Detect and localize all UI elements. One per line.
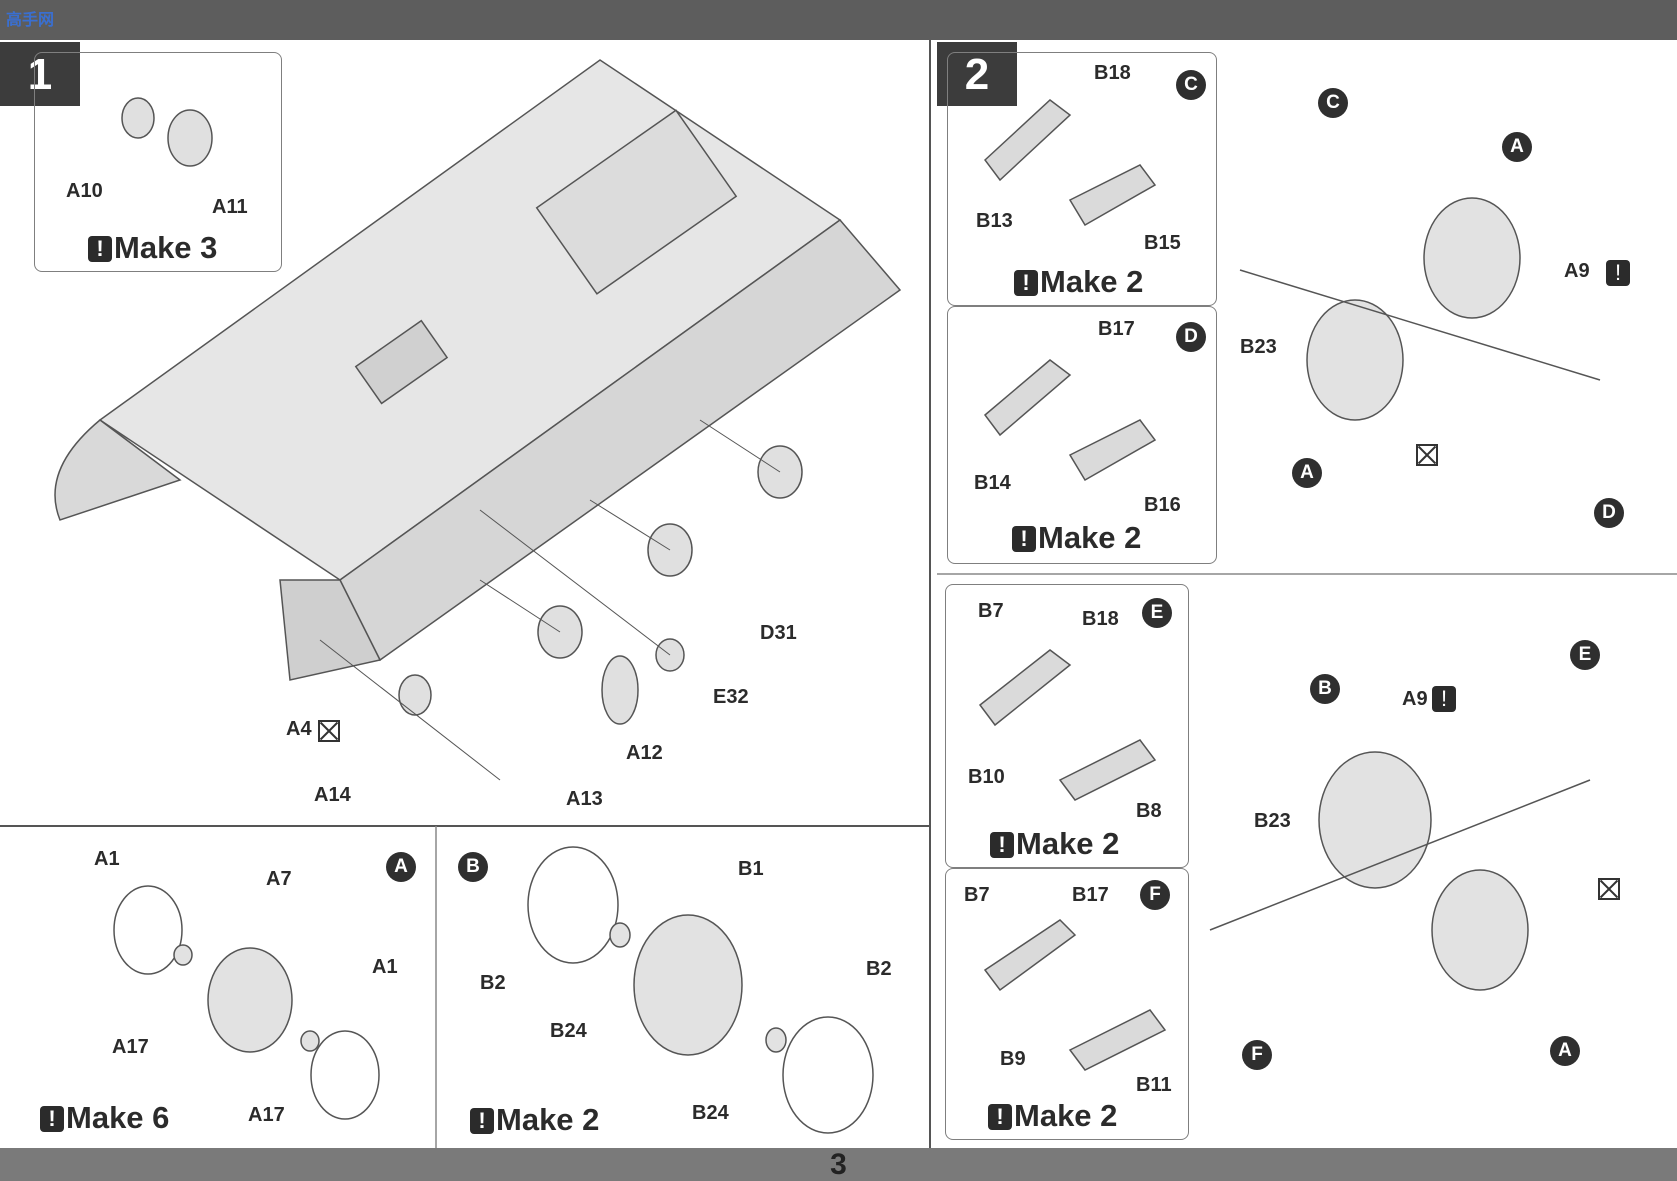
site-watermark: 高手网 [6,12,55,29]
marker-b: B [1310,674,1340,704]
marker-e: E [1570,640,1600,670]
make-count-d: !Make 2 [1012,520,1141,556]
make-text: Make 2 [1040,264,1144,299]
marker-a1: A [1502,132,1532,162]
make-count-f: !Make 2 [988,1098,1117,1134]
make-count-a: !Make 6 [40,1100,169,1136]
notice-icon: ! [988,1104,1012,1130]
part-label: B2 [866,958,892,980]
part-label: A1 [372,956,398,978]
notice-icon: ! [1432,686,1456,712]
part-label: A7 [266,868,292,890]
part-label: A1 [94,848,120,870]
inset-box-c [947,52,1217,306]
part-label: B17 [1072,884,1109,906]
part-label: B13 [976,210,1013,232]
no-glue-icon [1416,444,1438,466]
part-label: A9 [1564,260,1590,282]
part-label: B7 [978,600,1004,622]
notice-icon: ! [990,832,1014,858]
make-text: Make 2 [1016,826,1120,861]
part-label: B1 [738,858,764,880]
part-label: B24 [692,1102,729,1124]
notice-icon: ! [40,1106,64,1132]
part-label: B15 [1144,232,1181,254]
marker-d-top: D [1176,322,1206,352]
part-label: A4 [286,718,312,740]
no-glue-icon [1598,878,1620,900]
part-label: A17 [248,1104,285,1126]
marker-c: C [1318,88,1348,118]
part-label: A10 [66,180,103,202]
inset-box-e [945,584,1189,868]
marker-e-top: E [1142,598,1172,628]
marker-a3: A [1550,1036,1580,1066]
make-text: Make 3 [114,230,218,265]
part-label: E32 [713,686,749,708]
marker-f-top: F [1140,880,1170,910]
part-label: B16 [1144,494,1181,516]
part-label: A14 [314,784,351,806]
inset-box-d [947,306,1217,564]
marker-d: D [1594,498,1624,528]
no-glue-icon [318,720,340,742]
part-label: B7 [964,884,990,906]
make-count-e: !Make 2 [990,826,1119,862]
inset-box-f [945,868,1189,1140]
notice-icon: ! [470,1108,494,1134]
page-number: 3 [830,1148,847,1181]
part-label: A12 [626,742,663,764]
make-text: Make 6 [66,1100,170,1135]
marker-c-top: C [1176,70,1206,100]
wheel-b [527,846,874,1134]
notice-icon: ! [1014,270,1038,296]
part-label: B24 [550,1020,587,1042]
part-label: B17 [1098,318,1135,340]
make-count-c: !Make 2 [1014,264,1143,300]
part-label: B18 [1082,608,1119,630]
top-bar [0,0,1677,40]
make-count-step1: !Make 3 [88,230,217,266]
marker-f: F [1242,1040,1272,1070]
bottom-bar [0,1148,1677,1181]
notice-icon: ! [1606,260,1630,286]
make-count-b: !Make 2 [470,1102,599,1138]
inset-box-step1 [34,52,282,272]
make-text: Make 2 [1038,520,1142,555]
part-label: B2 [480,972,506,994]
part-label: A17 [112,1036,149,1058]
part-label: B23 [1254,810,1291,832]
part-label: D31 [760,622,797,644]
part-label: A13 [566,788,603,810]
part-label: B9 [1000,1048,1026,1070]
suspension-arms [978,99,1167,1071]
inset-wheel [121,97,213,167]
marker-a2: A [1292,458,1322,488]
part-label: B8 [1136,800,1162,822]
part-label: B18 [1094,62,1131,84]
make-text: Make 2 [496,1102,600,1137]
part-label: B11 [1136,1074,1172,1096]
part-label: B23 [1240,336,1277,358]
marker-a-wheel: A [386,852,416,882]
part-label: B14 [974,472,1011,494]
marker-b-wheel: B [458,852,488,882]
notice-icon: ! [88,236,112,262]
part-label: B10 [968,766,1005,788]
wheel-assemblies-step2 [1209,197,1601,991]
make-text: Make 2 [1014,1098,1118,1133]
part-label: A11 [212,196,248,218]
notice-icon: ! [1012,526,1036,552]
wheel-a [113,885,380,1120]
hull-drawing [54,59,902,681]
part-label: A9 [1402,688,1428,710]
